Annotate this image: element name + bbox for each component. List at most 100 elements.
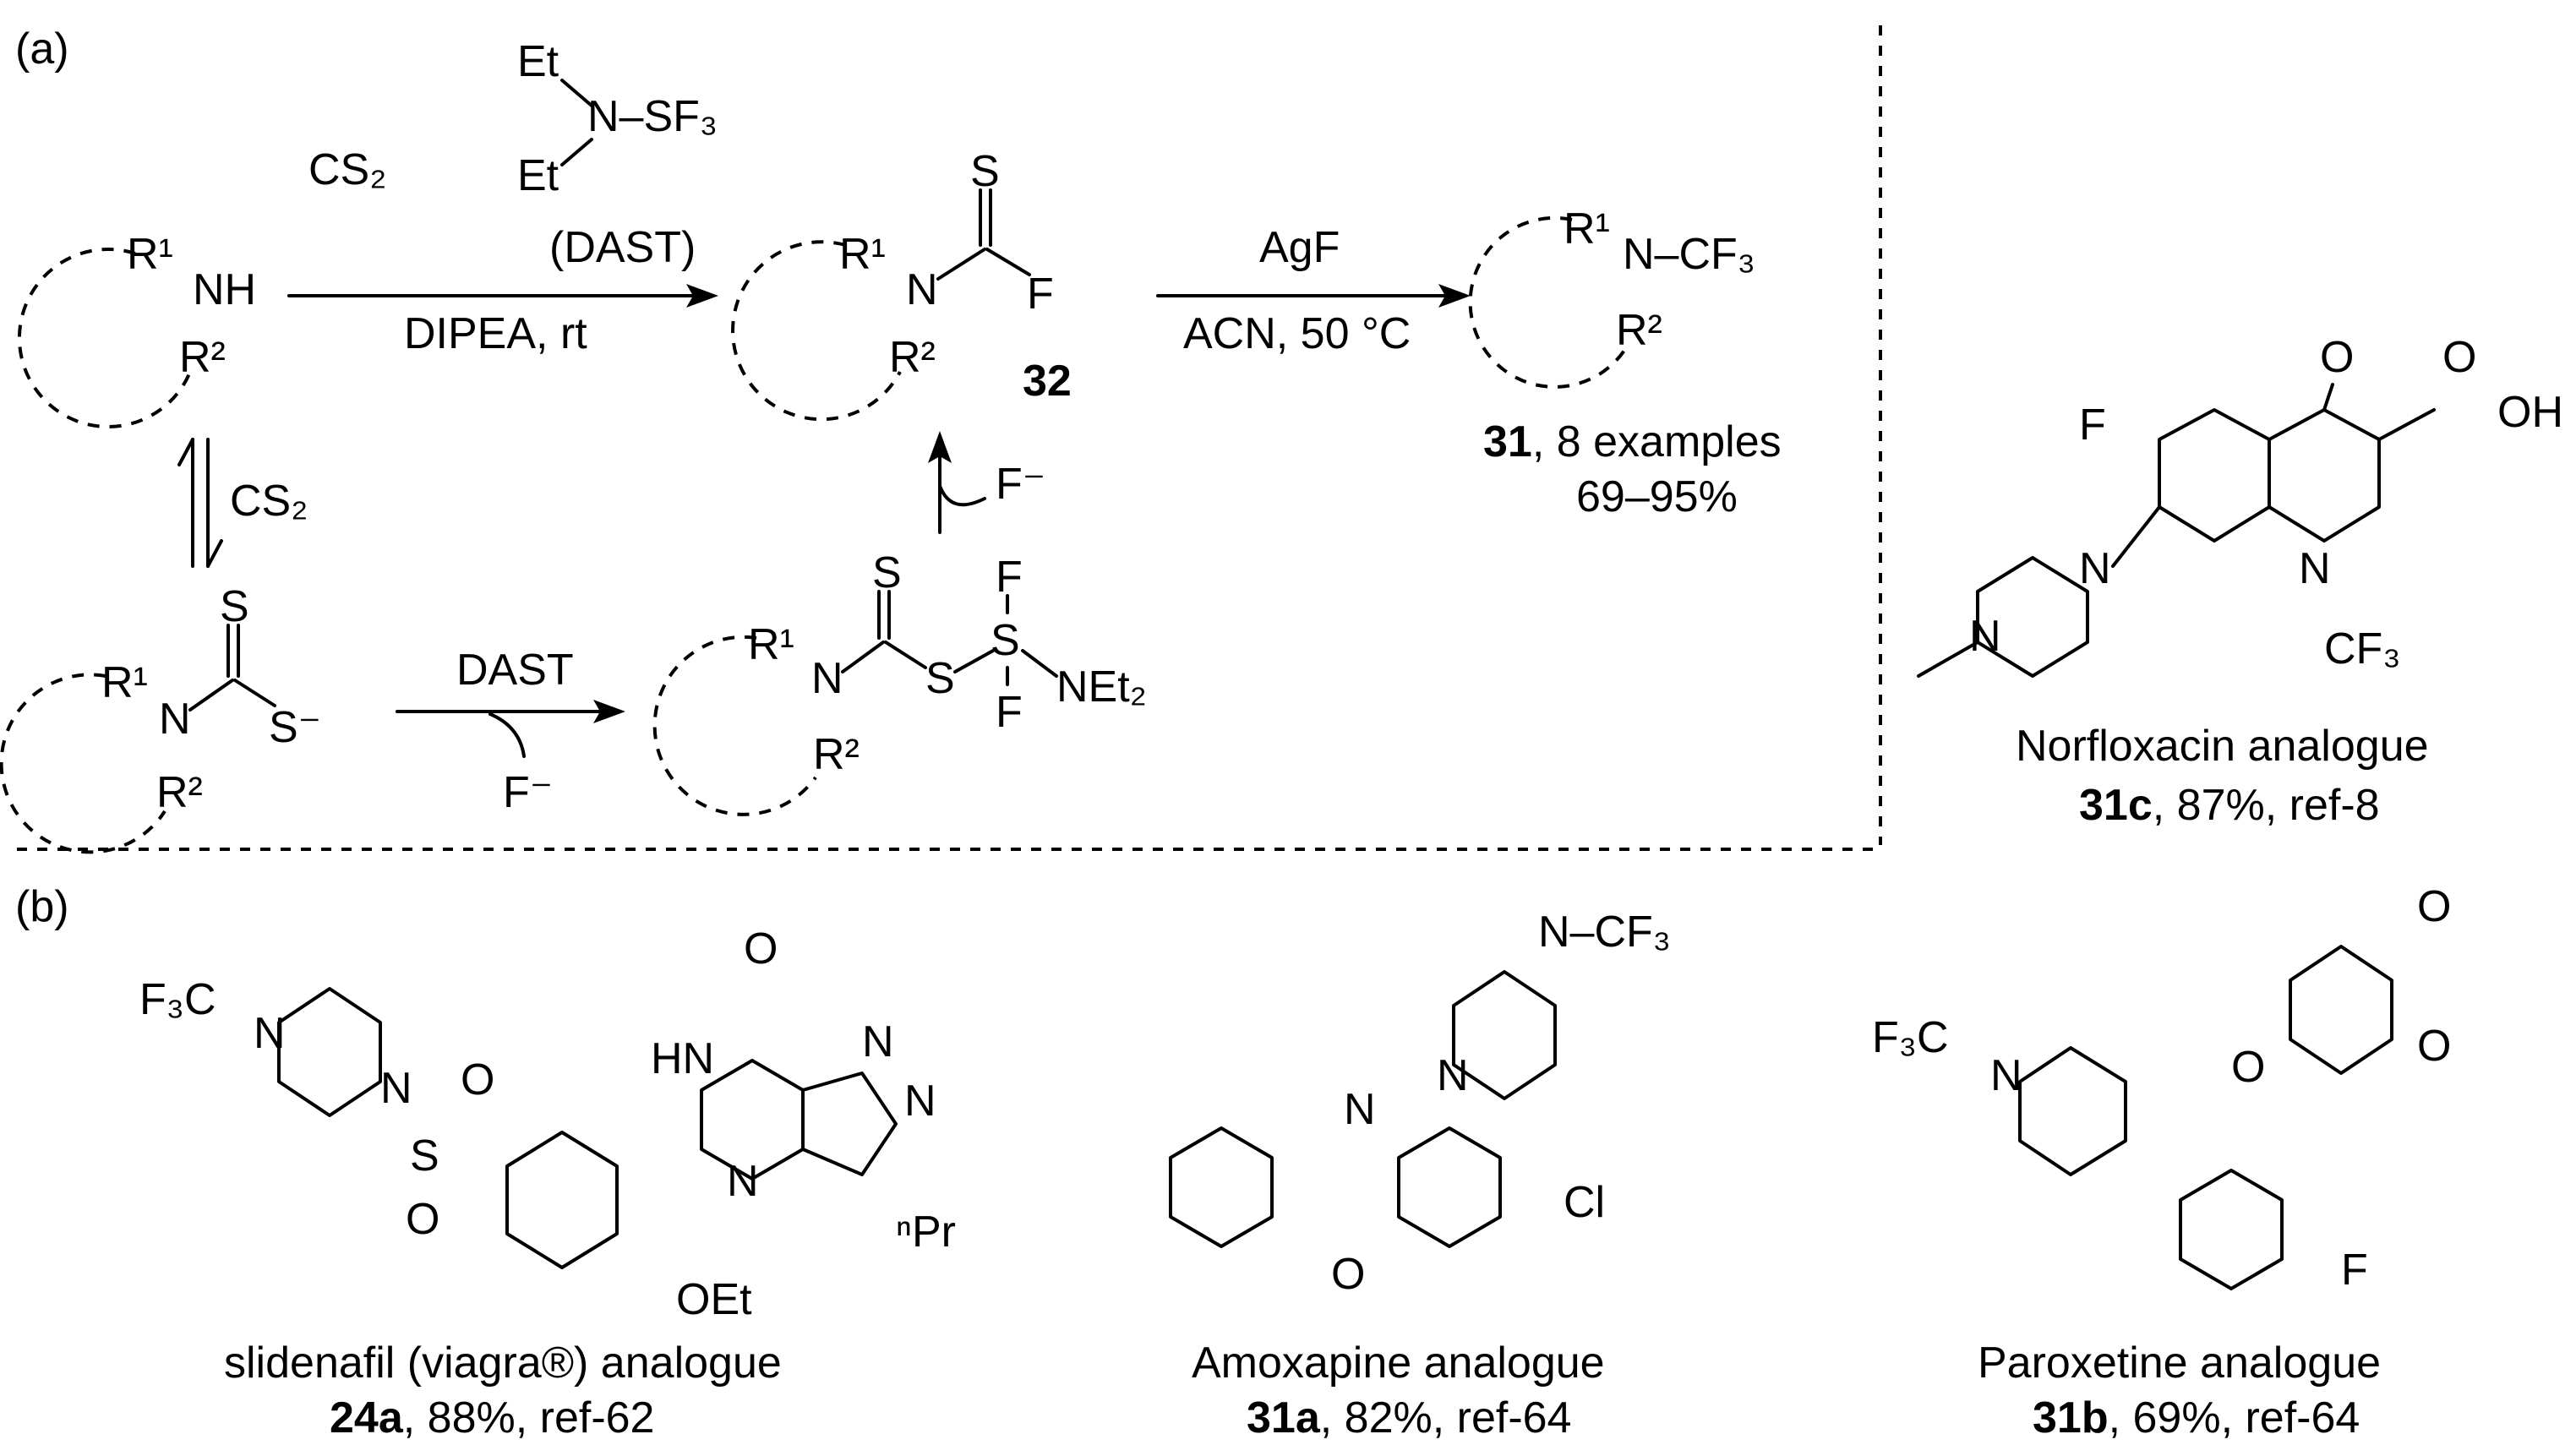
norflox-n1: N — [2299, 544, 2331, 593]
norflox-cn-bond — [2111, 505, 2161, 568]
silden-n4: N — [862, 1017, 894, 1066]
parox-fluorophenyl-ring — [2179, 1169, 2284, 1290]
silden-n3: N — [727, 1157, 759, 1206]
int-s2: S — [925, 654, 955, 703]
parox-o2: O — [2417, 882, 2451, 931]
secondary-amine: R¹ NH R² — [17, 230, 256, 428]
arrow-4-head — [928, 431, 952, 463]
silden-ref: , 88%, ref-62 — [403, 1393, 655, 1442]
equilibrium-head-up — [177, 438, 194, 466]
silden-num: 24a — [330, 1393, 404, 1442]
int-ring-dashed — [652, 635, 817, 816]
parox-num: 31b — [2033, 1393, 2109, 1442]
parox-o1: O — [2231, 1043, 2265, 1092]
paroxetine-analogue-label: 31b, 69%, ref-64 — [2033, 1393, 2360, 1442]
tcf-r1: R¹ — [839, 230, 886, 279]
norfloxacin-analogue-label: 31c, 87%, ref-8 — [2079, 781, 2380, 830]
int-f1: F — [996, 553, 1023, 602]
sildenafil-analogue-name: slidenafil (viagra®) analogue — [224, 1339, 782, 1388]
int-bond-cs — [884, 641, 927, 669]
silden-hn: HN — [651, 1034, 714, 1083]
norflox-co-bond — [2322, 383, 2334, 412]
parox-ref: , 69%, ref-64 — [2109, 1393, 2360, 1442]
amine-r1: R¹ — [127, 230, 173, 279]
amox-num: 31a — [1247, 1393, 1321, 1442]
n-cf3-amine-product: R¹ N–CF₃ R² — [1468, 204, 1755, 389]
parox-f: F — [2341, 1246, 2368, 1295]
reagent-acn: ACN, 50 °C — [1183, 309, 1411, 358]
amox-n1: N — [1437, 1051, 1469, 1100]
dtc-s1: S — [220, 582, 249, 631]
dithiocarbamate: R¹ N R² S S⁻ — [0, 582, 321, 854]
dast-bond-2 — [560, 138, 593, 166]
parox-f3c: F₃C — [1872, 1013, 1949, 1062]
parox-n: N — [1990, 1051, 2022, 1100]
tcf-n: N — [906, 265, 938, 314]
sulfurane-intermediate: R¹ N R² S S S F F NEt₂ — [652, 548, 1147, 816]
product-31-yield: 69–95% — [1576, 472, 1738, 521]
reagent-cs2-top: CS₂ — [308, 145, 386, 194]
sildenafil-analogue-label: 24a, 88%, ref-62 — [330, 1393, 654, 1442]
parox-piperidine-ring — [2018, 1046, 2127, 1176]
norflox-n2: N — [2079, 544, 2111, 593]
norflox-cf3: CF₃ — [2324, 624, 2401, 673]
silden-o2: O — [406, 1195, 439, 1244]
int-n: N — [811, 654, 843, 703]
compound-32-label: 32 — [1023, 357, 1072, 406]
arrow-1-head — [686, 284, 718, 308]
tcf-ring-dashed — [731, 240, 902, 422]
tcf-r2: R² — [889, 333, 936, 382]
dast-bond-1 — [560, 79, 593, 107]
int-net2: NEt₂ — [1056, 663, 1147, 712]
amoxapine-analogue-label: 31a, 82%, ref-64 — [1247, 1393, 1571, 1442]
paroxetine-analogue-name: Paroxetine analogue — [1978, 1339, 2381, 1388]
paroxetine-analogue-structure: F₃C N O O O F — [1872, 882, 2451, 1295]
sildenafil-analogue-structure: F₃C N N S O O OEt HN O N N N ⁿPr — [139, 924, 956, 1324]
reagent-dipea: DIPEA, rt — [404, 309, 587, 358]
prod-r1: R¹ — [1564, 204, 1610, 254]
product-31-line: 31, 8 examples — [1483, 417, 1782, 466]
amox-ref: , 82%, ref-64 — [1320, 1393, 1572, 1442]
norflox-oh: OH — [2497, 388, 2563, 437]
norflox-ref: , 87%, ref-8 — [2153, 781, 2380, 830]
int-bond-ss — [953, 649, 995, 673]
parox-o3: O — [2417, 1022, 2451, 1071]
silden-oet: OEt — [676, 1275, 752, 1324]
norfloxacin-analogue-name: Norfloxacin analogue — [2016, 722, 2429, 771]
norflox-methyl-bond — [1917, 641, 1979, 678]
silden-pyrazole-ring — [801, 1071, 898, 1176]
reagent-cs2-eq: CS₂ — [230, 477, 308, 526]
tcf-bond-cf — [985, 248, 1031, 276]
fluoride-up: F⁻ — [996, 460, 1045, 509]
product-31-num: 31 — [1483, 417, 1532, 466]
silden-o3: O — [744, 924, 778, 973]
silden-n2: N — [380, 1064, 412, 1113]
arrow-2-head — [1438, 284, 1471, 308]
amine-r2: R² — [179, 333, 226, 382]
equilibrium-head-down — [206, 539, 223, 568]
amine-ring-dashed — [17, 247, 192, 428]
int-r2: R² — [813, 730, 860, 779]
prod-r2: R² — [1616, 306, 1662, 355]
dtc-n: N — [159, 695, 191, 744]
dtc-r2: R² — [156, 768, 203, 817]
reagent-dast-name: (DAST) — [549, 223, 696, 272]
reagent-agf: AgF — [1259, 223, 1340, 272]
norflox-pyridone-ring — [2268, 408, 2381, 543]
int-bond-nc — [841, 641, 885, 673]
int-s1: S — [872, 548, 902, 597]
dast-et1: Et — [517, 37, 559, 86]
silden-benzene-ring — [505, 1131, 619, 1269]
dast-structure: Et N–SF₃ Et — [517, 37, 718, 200]
fluoride-lower: F⁻ — [503, 768, 553, 817]
norflox-benzene-ring — [2158, 408, 2271, 543]
amox-piperazine-ring — [1452, 970, 1557, 1100]
silden-o1: O — [461, 1055, 494, 1104]
silden-f3c: F₃C — [139, 975, 216, 1024]
panel-b-label: (b) — [15, 882, 69, 931]
tcf-bond-nc — [936, 248, 986, 281]
dtc-s2: S⁻ — [269, 703, 321, 752]
norfloxacin-analogue-structure: O O OH F N N N CF₃ — [1917, 333, 2563, 678]
fluoride-loss-arrow — [488, 712, 526, 758]
